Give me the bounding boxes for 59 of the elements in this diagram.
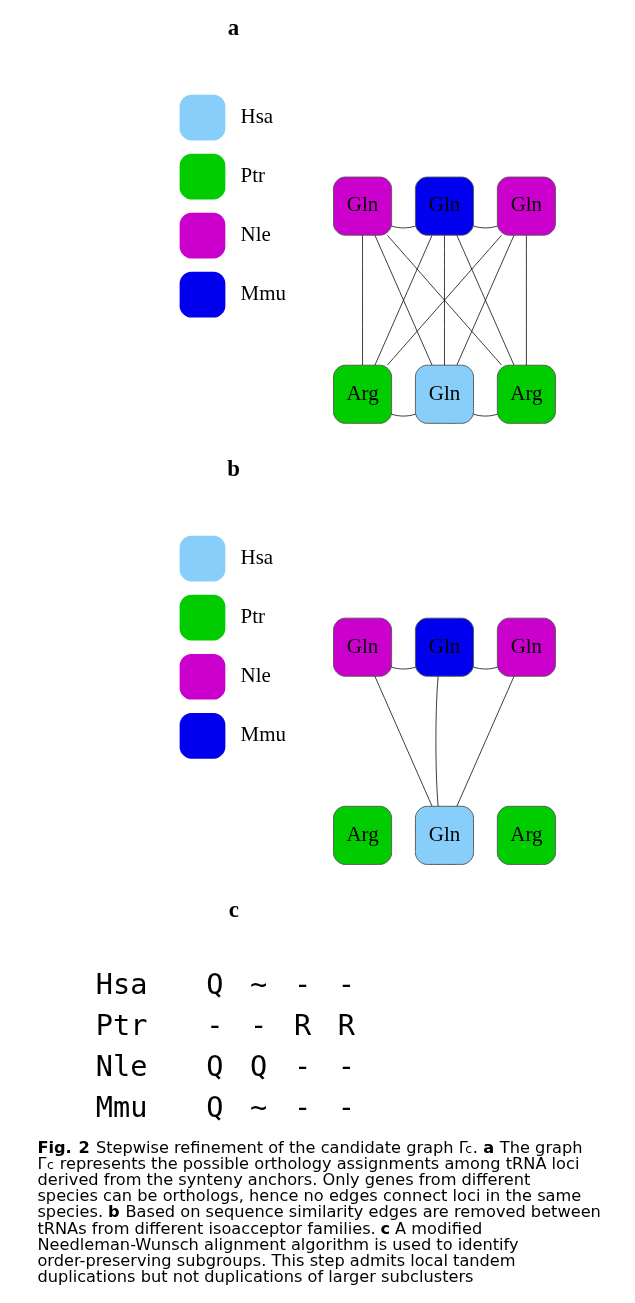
label: ~ bbox=[249, 1089, 267, 1124]
connector bbox=[525, 234, 527, 366]
label: Q bbox=[205, 1089, 224, 1124]
node-box: Gln bbox=[414, 176, 474, 236]
connector bbox=[374, 234, 432, 366]
connector bbox=[390, 666, 416, 670]
connector bbox=[456, 234, 514, 366]
node-box: Arg bbox=[496, 364, 556, 424]
node-box: Gln bbox=[414, 617, 474, 677]
legend-label: Nle bbox=[240, 663, 271, 688]
connector bbox=[472, 666, 497, 670]
label: R bbox=[337, 1007, 355, 1042]
connector bbox=[390, 225, 416, 229]
connector bbox=[386, 234, 502, 366]
legend-label: Mmu bbox=[240, 722, 286, 747]
label: b bbox=[226, 455, 240, 481]
label: Q bbox=[205, 966, 224, 1001]
node-box: Arg bbox=[332, 805, 392, 865]
label: - bbox=[337, 1048, 355, 1083]
label: Mmu bbox=[95, 1089, 147, 1124]
node-box: Arg bbox=[332, 364, 392, 424]
label: - bbox=[337, 966, 355, 1001]
label: - bbox=[249, 1007, 267, 1042]
legend-label: Ptr bbox=[240, 604, 265, 629]
connector bbox=[472, 225, 497, 229]
connector bbox=[472, 413, 497, 417]
label: - bbox=[205, 1007, 224, 1042]
legend-label: Hsa bbox=[240, 544, 273, 569]
label: Q bbox=[205, 1048, 224, 1083]
label: a bbox=[227, 14, 239, 40]
legend-label: Ptr bbox=[240, 162, 265, 187]
legend-label: Mmu bbox=[240, 281, 286, 306]
node-box: Gln bbox=[414, 805, 474, 865]
legend-label: Hsa bbox=[240, 103, 273, 128]
label: - bbox=[293, 1089, 311, 1124]
node-box: Gln bbox=[332, 617, 392, 677]
label: Q bbox=[249, 1048, 267, 1083]
connector bbox=[456, 676, 514, 807]
connector bbox=[443, 234, 445, 366]
legend-label: Nle bbox=[240, 221, 271, 246]
label: Hsa bbox=[95, 966, 147, 1001]
connector bbox=[374, 676, 432, 807]
node-box: Gln bbox=[496, 176, 556, 236]
label: - bbox=[293, 966, 311, 1001]
connector bbox=[361, 234, 363, 366]
label: R bbox=[293, 1007, 311, 1042]
label: - bbox=[337, 1089, 355, 1124]
label: ~ bbox=[249, 966, 267, 1001]
label: Ptr bbox=[95, 1007, 147, 1042]
label: - bbox=[293, 1048, 311, 1083]
connector bbox=[390, 413, 416, 417]
caption: Fig. 2 Stepwise refinement of the candidate graph Γc. a The graph Γc represents the possible orthology assignments among tRNA loci derived from the synteny anchors. Only genes from different species can be orthologs, hence no edges connect loci in the same species. b Based on sequence similarity edges are removed between tRNAs from different isoacceptor families. c A modified Needleman-Wunsch alignment algorithm is used to identify order-preserving subgroups. This step admits local tandem duplications but not duplications of larger subclusters bbox=[36, 1137, 601, 1287]
connector bbox=[435, 676, 438, 807]
node-box: Gln bbox=[332, 176, 392, 236]
node-box: Gln bbox=[496, 617, 556, 677]
node-box: Arg bbox=[496, 805, 556, 865]
label: c bbox=[228, 897, 239, 923]
node-box: Gln bbox=[414, 364, 474, 424]
label: Nle bbox=[95, 1048, 147, 1083]
